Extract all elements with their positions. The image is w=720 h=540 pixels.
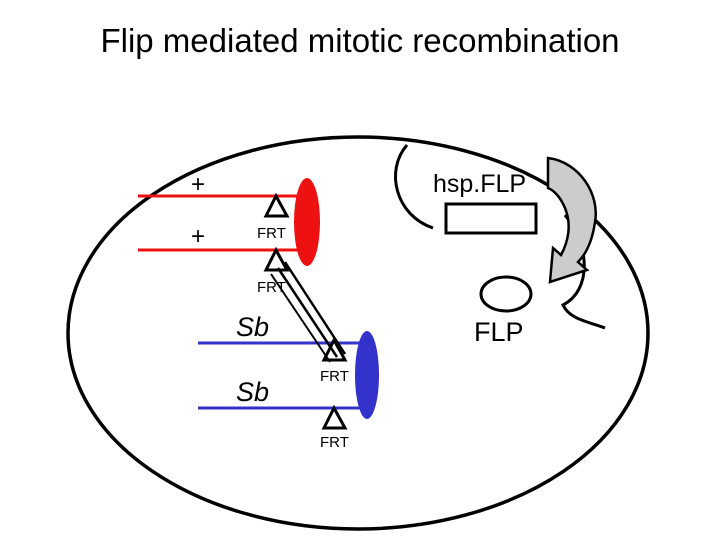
- hsp-flp-label: hsp.FLP: [433, 170, 526, 198]
- frt-label-1: FRT: [257, 225, 286, 242]
- plus-label-bottom: +: [191, 223, 205, 250]
- flp-label: FLP: [474, 317, 524, 347]
- frt-triangle-1: [263, 192, 290, 218]
- sb-label-bottom: Sb: [236, 377, 269, 407]
- frt-label-4: FRT: [320, 434, 349, 451]
- crossover-line-1: [276, 267, 339, 358]
- sb-label-top: Sb: [236, 312, 269, 342]
- red-centromere: [294, 178, 320, 266]
- frt-label-3: FRT: [320, 368, 349, 385]
- page-title: Flip mediated mitotic recombination: [100, 22, 620, 59]
- plus-label-top: +: [191, 171, 205, 198]
- crossover-line-2: [283, 261, 347, 355]
- cell-outline: [66, 135, 650, 531]
- blue-centromere: [355, 331, 379, 419]
- frt-label-2: FRT: [257, 279, 286, 296]
- hsp-flp-gene-box: [444, 202, 538, 235]
- flp-protein: [479, 275, 533, 313]
- crossover-line-3: [270, 273, 331, 363]
- frt-triangle-3: [321, 336, 348, 362]
- curved-arrow-icon: [546, 156, 598, 284]
- frt-triangle-2: [263, 246, 290, 272]
- plasmid-bracket: [394, 144, 434, 230]
- frt-triangle-4: [321, 404, 348, 430]
